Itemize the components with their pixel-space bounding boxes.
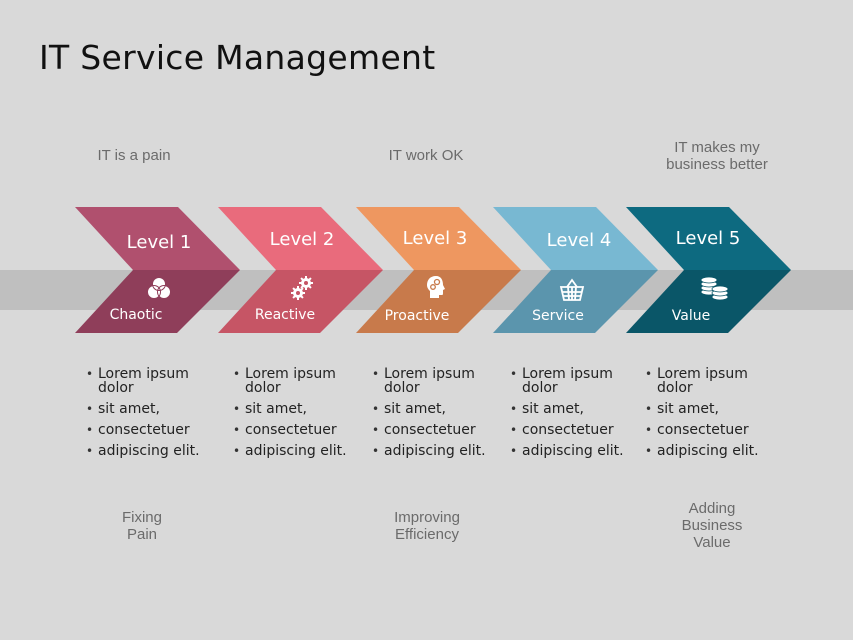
level-2-label: Level 2 bbox=[269, 229, 335, 250]
chevron-level-4 bbox=[493, 207, 658, 333]
level-3-label: Level 3 bbox=[402, 228, 468, 249]
level-1-label: Level 1 bbox=[126, 232, 192, 253]
level-3-sublabel: Proactive bbox=[384, 308, 450, 324]
footer-fixing-pain: Fixing Pain bbox=[121, 509, 162, 543]
chevron-level-5 bbox=[626, 207, 791, 333]
bullet-item: adipiscing elit. bbox=[233, 444, 373, 458]
bullet-item: adipiscing elit. bbox=[372, 444, 512, 458]
page-title: IT Service Management bbox=[39, 38, 436, 77]
level-5-sublabel: Value bbox=[671, 308, 711, 324]
bullet-item: sit amet, bbox=[510, 402, 650, 416]
bullet-item: adipiscing elit. bbox=[645, 444, 785, 458]
head-gears-icon bbox=[427, 276, 445, 298]
bullet-list-level-4: Lorem ipsum dolor sit amet, consectetuer… bbox=[510, 367, 650, 465]
bullet-list-level-5: Lorem ipsum dolor sit amet, consectetuer… bbox=[645, 367, 785, 465]
venn-circles-icon bbox=[147, 277, 171, 299]
header-it-is-a-pain: IT is a pain bbox=[97, 147, 171, 164]
header-it-work-ok: IT work OK bbox=[388, 147, 464, 164]
chevron-level-2 bbox=[218, 207, 383, 333]
bullet-list-level-2: Lorem ipsum dolor sit amet, consectetuer… bbox=[233, 367, 373, 465]
bullet-item: consectetuer bbox=[510, 423, 650, 437]
chevron-level-1 bbox=[75, 207, 240, 333]
bullet-item: consectetuer bbox=[645, 423, 785, 437]
bullet-item: sit amet, bbox=[372, 402, 512, 416]
bullet-item: consectetuer bbox=[372, 423, 512, 437]
bullet-list-level-3: Lorem ipsum dolor sit amet, consectetuer… bbox=[372, 367, 512, 465]
level-5-label: Level 5 bbox=[675, 228, 741, 249]
header-it-makes-business-better: IT makes my business better bbox=[666, 139, 768, 173]
coins-icon bbox=[700, 276, 729, 301]
bullet-item: sit amet, bbox=[645, 402, 785, 416]
bullet-item: Lorem ipsum dolor bbox=[372, 367, 512, 395]
level-1-sublabel: Chaotic bbox=[109, 307, 163, 323]
footer-improving-efficiency: Improving Efficiency bbox=[394, 509, 460, 543]
bullet-item: Lorem ipsum dolor bbox=[86, 367, 226, 395]
bullet-item: consectetuer bbox=[86, 423, 226, 437]
bullet-item: Lorem ipsum dolor bbox=[645, 367, 785, 395]
level-2-sublabel: Reactive bbox=[254, 307, 316, 323]
bullet-item: Lorem ipsum dolor bbox=[510, 367, 650, 395]
basket-icon bbox=[559, 278, 585, 301]
footer-adding-business-value: Adding Business Value bbox=[681, 500, 743, 551]
level-4-label: Level 4 bbox=[546, 230, 612, 251]
bullet-item: adipiscing elit. bbox=[510, 444, 650, 458]
chevron-level-3 bbox=[356, 207, 521, 333]
gears-icon bbox=[291, 276, 313, 300]
bullet-item: consectetuer bbox=[233, 423, 373, 437]
bullet-list-level-1: Lorem ipsum dolor sit amet, consectetuer… bbox=[86, 367, 226, 465]
bullet-item: adipiscing elit. bbox=[86, 444, 226, 458]
level-4-sublabel: Service bbox=[532, 308, 584, 324]
bullet-item: sit amet, bbox=[233, 402, 373, 416]
bullet-item: Lorem ipsum dolor bbox=[233, 367, 373, 395]
bullet-item: sit amet, bbox=[86, 402, 226, 416]
